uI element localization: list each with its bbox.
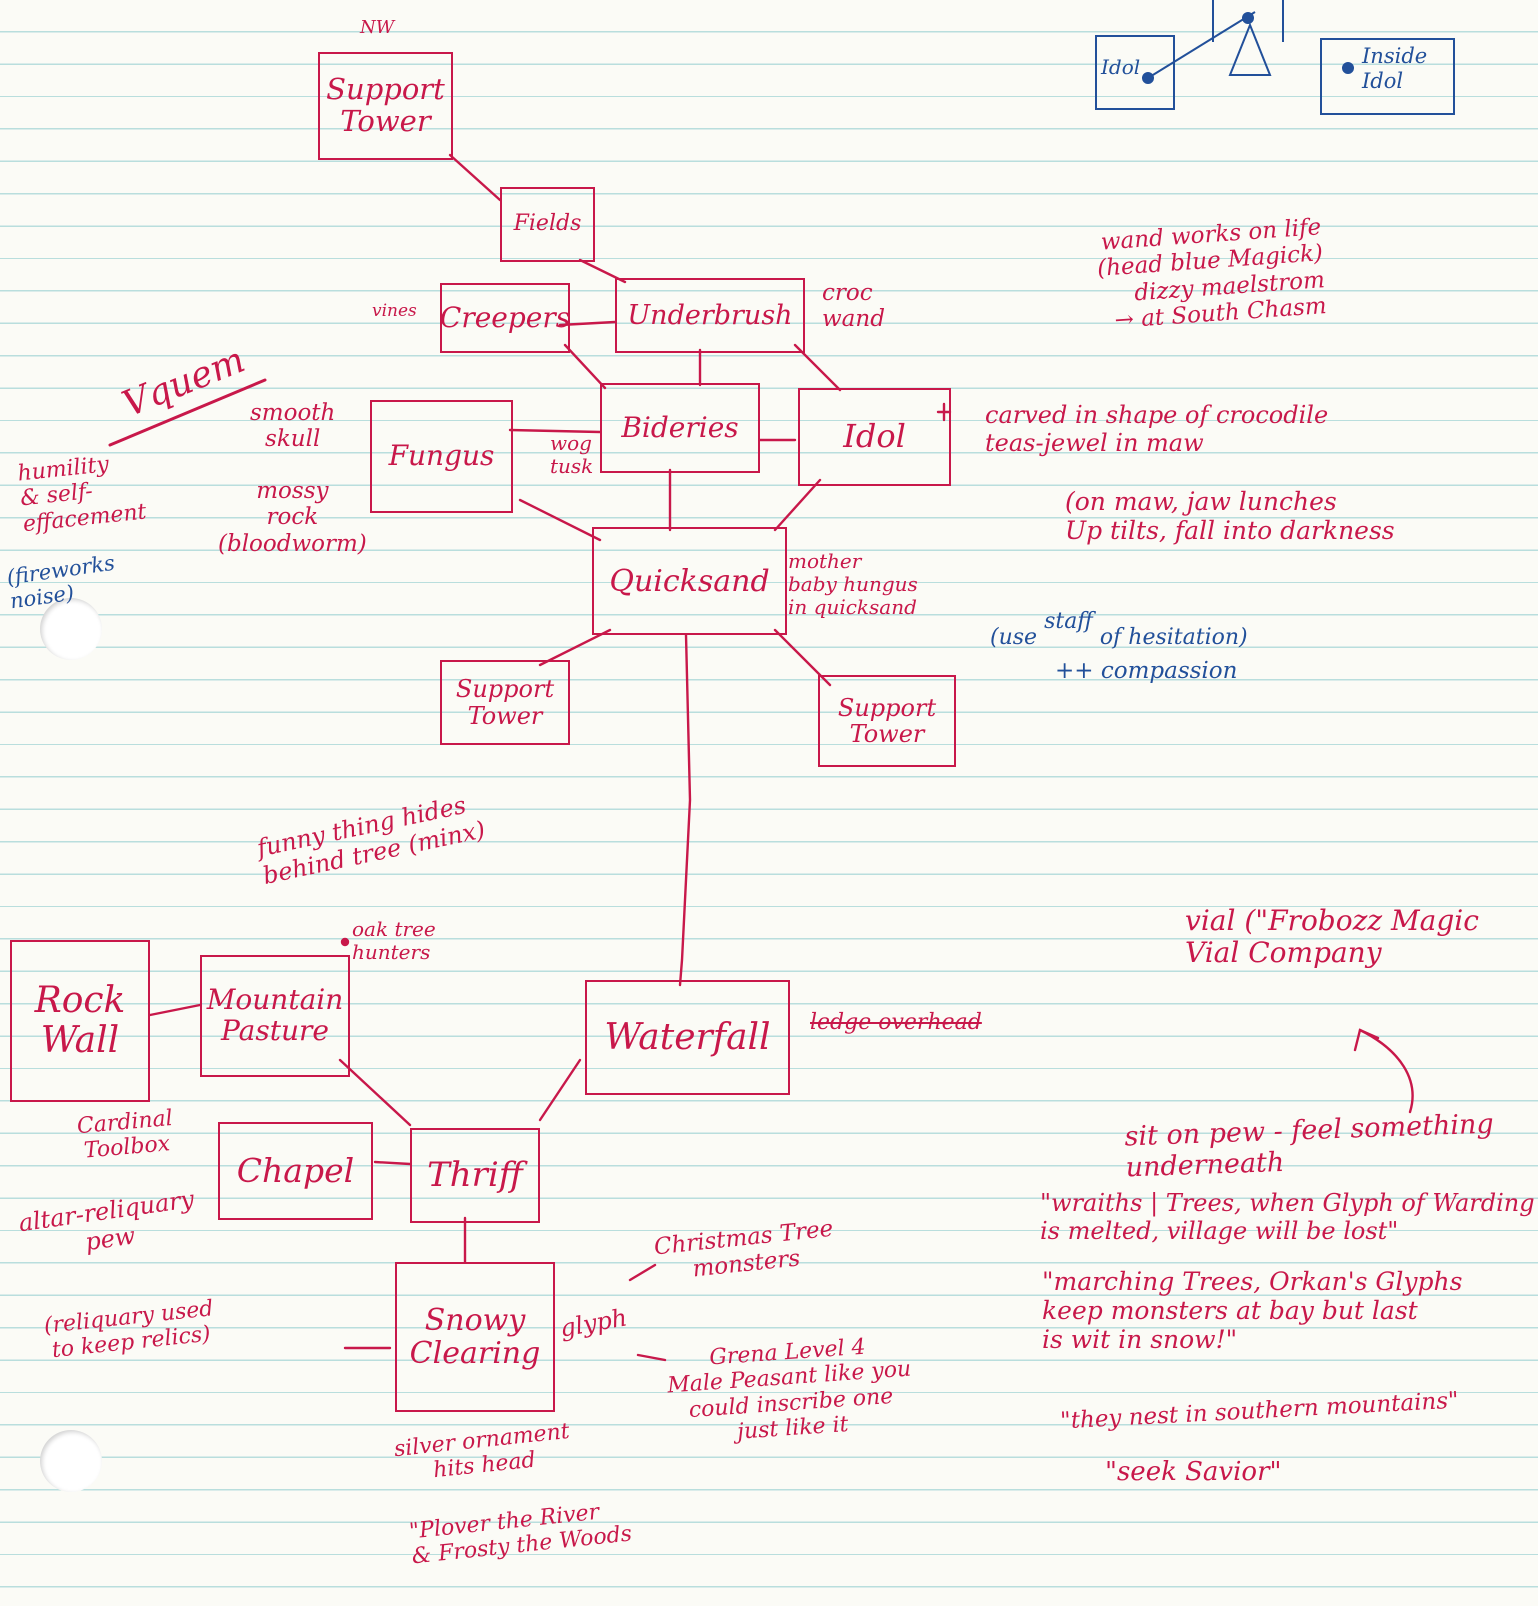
note-wand-works: wand works on life (head blue Magick) di…	[1096, 214, 1328, 335]
binder-hole-top	[40, 598, 102, 660]
blue-inside-idol-box: Inside Idol	[1320, 38, 1455, 115]
room-rock-wall: Rock Wall	[10, 940, 150, 1102]
note-compassion: ++ compassion	[1055, 658, 1238, 684]
room-waterfall: Waterfall	[585, 980, 790, 1095]
note-grena: Grena Level 4 Male Peasant like you coul…	[666, 1334, 912, 1445]
link-creepers-buildings	[563, 343, 607, 390]
link-quicksand-tower-sw	[538, 628, 612, 667]
vquem-slash	[108, 378, 267, 447]
note-nw: NW	[360, 17, 395, 38]
note-use-staff-rest: of hesitation)	[1092, 625, 1248, 650]
leader-grena	[636, 1353, 667, 1362]
room-idol: Idol	[798, 388, 951, 486]
note-quote-savior: "seek Savior"	[1105, 1457, 1282, 1487]
link-idol-quicksand	[773, 478, 822, 532]
blue-idol-box: Idol	[1095, 35, 1175, 110]
room-underbrush: Underbrush	[615, 278, 805, 353]
link-fungus-buildings	[508, 428, 602, 434]
link-waterfall-thriff	[538, 1058, 582, 1122]
room-chapel: Chapel	[218, 1122, 373, 1220]
note-use-staff: (use staff of hesitation)	[990, 609, 1248, 650]
note-quote-wraiths: "wraiths | Trees, when Glyph of Warding …	[1040, 1189, 1535, 1245]
note-wog-tusk: wog tusk	[550, 431, 594, 478]
room-quicksand: Quicksand	[592, 527, 787, 635]
room-fungus: Fungus	[370, 400, 513, 513]
note-humility: humility & self- effacement	[16, 452, 148, 537]
note-croc-wand: croc wand	[822, 280, 885, 333]
room-thriff: Thriff	[410, 1128, 540, 1223]
note-smooth-skull: smooth skull	[250, 400, 336, 453]
room-support-tower-se: Support Tower	[818, 675, 956, 767]
note-vines: vines	[372, 301, 417, 321]
note-sit-on-pew: sit on pew - feel something underneath	[1124, 1108, 1495, 1184]
leader-christmas	[628, 1263, 657, 1282]
binder-hole-bottom	[40, 1430, 102, 1492]
note-idol-maw: (on maw, jaw lunches Up tilts, fall into…	[1065, 487, 1395, 545]
note-idol-carved: carved in shape of crocodile teas-jewel …	[985, 401, 1329, 457]
note-quote-marching: "marching Trees, Orkan's Glyphs keep mon…	[1042, 1267, 1463, 1354]
note-cardinal: Cardinal Toolbox	[75, 1105, 174, 1164]
room-support-tower-sw: Support Tower	[440, 660, 570, 745]
room-snowy-clearing: Snowy Clearing	[395, 1262, 555, 1412]
blue-triangle	[1228, 22, 1272, 76]
room-fields: Fields	[500, 187, 595, 262]
link-chapel-thriff	[373, 1160, 412, 1166]
note-mother-baby: mother baby hungus in quicksand	[788, 549, 918, 619]
room-support-tower-nw: Support Tower	[318, 52, 453, 160]
note-mossy-rock: mossy rock (bloodworm)	[218, 478, 367, 557]
blue-stick	[1147, 11, 1256, 79]
link-quicksand-waterfall	[678, 633, 692, 987]
link-fungus-quicksand	[518, 498, 602, 542]
note-vial: vial ("Frobozz Magic Vial Company	[1185, 904, 1479, 970]
room-mountain-pasture: Mountain Pasture	[200, 955, 350, 1077]
link-tower-fields	[448, 153, 502, 202]
note-oak-tree: oak tree hunters	[352, 917, 436, 964]
note-staff-word: staff	[1044, 609, 1093, 634]
note-use-staff-prefix: (use	[990, 625, 1045, 650]
arrow-pew-to-vial	[1358, 1028, 1414, 1114]
note-ledge-overhead: ledge overhead	[810, 1010, 982, 1035]
link-rockwall-pasture	[148, 1003, 202, 1017]
link-pasture-thriff	[338, 1058, 412, 1127]
room-buildings: Bideries	[600, 383, 760, 473]
room-creepers: Creepers	[440, 283, 570, 353]
